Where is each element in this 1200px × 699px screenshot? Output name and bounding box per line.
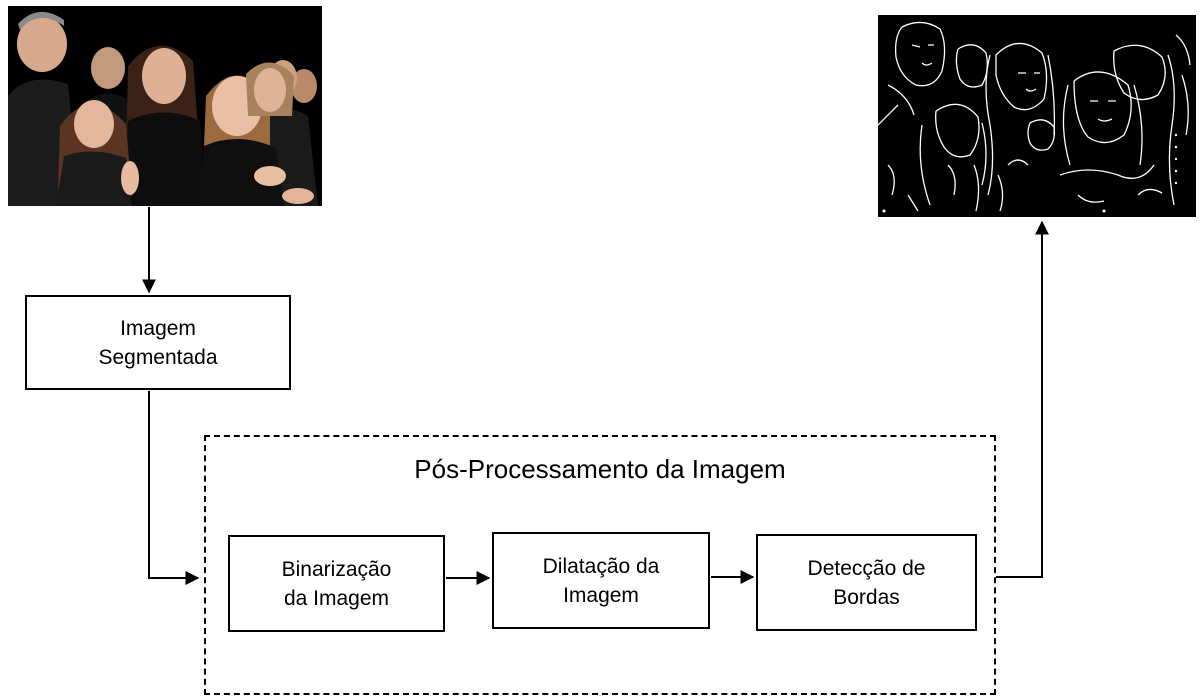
binarization-label-line-1: Binarização [281, 557, 392, 581]
crowd-image [8, 6, 322, 206]
edge-detection-output [878, 15, 1196, 217]
arrow-group-to-output [996, 220, 1049, 578]
segmented-label-line-2: Segmentada [98, 345, 218, 369]
dilation-label-line-1: Dilatação da [542, 554, 660, 578]
segmented-image-box: Imagem Segmentada [25, 295, 291, 390]
edge-map-image [878, 15, 1196, 217]
input-photo [8, 6, 322, 206]
post-processing-group [204, 435, 996, 695]
binarization-box: Binarização da Imagem [228, 535, 445, 632]
edge-detection-label-line-1: Detecção de [807, 556, 926, 580]
edge-detection-box: Detecção de Bordas [756, 534, 977, 631]
segmented-label-line-1: Imagem [120, 316, 196, 340]
dilation-label-line-2: Imagem [563, 583, 639, 607]
post-processing-title: Pós-Processamento da Imagem [414, 454, 786, 484]
edge-detection-label-line-2: Bordas [833, 585, 900, 609]
arrow-segmented-to-group [148, 391, 200, 585]
binarization-label-line-2: da Imagem [283, 586, 390, 610]
dilation-box: Dilatação da Imagem [492, 532, 710, 629]
